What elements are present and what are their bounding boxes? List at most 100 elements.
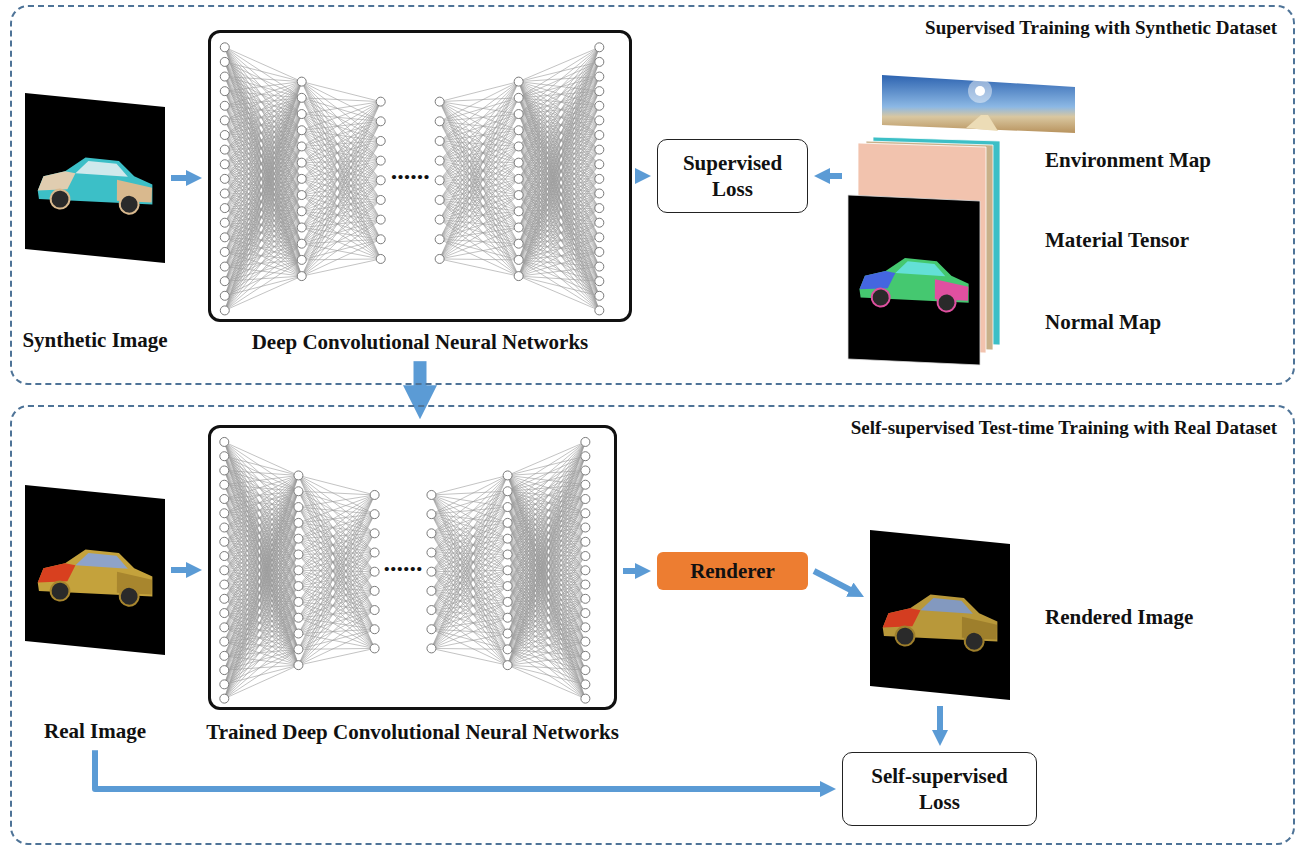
neuron — [370, 490, 379, 499]
neuron — [595, 131, 604, 140]
net-connection — [225, 91, 302, 276]
net-connection — [302, 180, 381, 276]
net-connection — [519, 193, 600, 276]
neuron — [581, 694, 590, 703]
neuron — [514, 126, 523, 135]
net-connection — [224, 507, 298, 699]
net-connection — [508, 528, 586, 666]
region-heading: Self-supervised Test-time Training with … — [851, 417, 1277, 440]
net-connection — [508, 585, 586, 666]
net-connection — [431, 523, 507, 572]
net-connection — [302, 102, 381, 276]
flow-arrow — [814, 571, 853, 591]
net-connection — [298, 495, 374, 634]
net-connection — [225, 82, 302, 296]
net-connection — [224, 602, 298, 699]
car-wheel — [895, 626, 916, 647]
neuron — [220, 537, 229, 546]
net-connection — [431, 570, 507, 591]
net-connection — [298, 610, 374, 649]
neuron — [376, 235, 385, 244]
net-connection — [431, 523, 507, 610]
car-wheel — [119, 194, 140, 215]
net-connection — [298, 475, 374, 495]
net-connection — [440, 102, 519, 276]
net-connection — [431, 539, 507, 630]
neuron — [435, 254, 444, 263]
neuron — [370, 567, 379, 576]
neuron — [220, 694, 229, 703]
net-connection — [225, 77, 302, 82]
flow-arrow — [414, 361, 427, 392]
net-connection — [508, 665, 586, 698]
net-connection — [519, 150, 600, 276]
net-connection — [298, 553, 374, 634]
neuron — [376, 176, 385, 185]
car-wheel — [871, 288, 891, 308]
neuron — [220, 204, 229, 213]
net-connection — [225, 146, 302, 295]
net-connection — [440, 146, 519, 239]
net-connection — [224, 523, 298, 699]
net-connection — [225, 260, 302, 311]
net-connection — [225, 98, 302, 238]
net-connection — [224, 539, 298, 699]
net-connection — [225, 114, 302, 267]
neuron — [514, 142, 523, 151]
net-connection — [302, 141, 381, 228]
net-connection — [302, 161, 381, 228]
net-connection — [519, 276, 600, 281]
neuron — [297, 77, 306, 86]
net-connection — [298, 629, 374, 665]
net-connection — [440, 146, 519, 200]
environment-sun — [975, 86, 985, 96]
neuron — [297, 255, 306, 264]
net-connection — [508, 613, 586, 665]
neuron — [220, 437, 229, 446]
neuron — [370, 625, 379, 634]
loss-box: Supervised Loss — [657, 139, 808, 213]
net-connection — [519, 120, 600, 276]
neuron — [294, 534, 303, 543]
neuron — [427, 510, 436, 519]
net-connection — [508, 642, 586, 666]
neuron — [220, 580, 229, 589]
network-label: Trained Deep Convolutional Neural Networ… — [206, 720, 619, 745]
neuron — [427, 490, 436, 499]
neuron — [376, 117, 385, 126]
net-connection — [431, 570, 507, 648]
neuron — [581, 494, 590, 503]
loss-label: Self-supervised Loss — [863, 763, 1016, 816]
net-connection — [431, 570, 507, 629]
net-connection — [431, 523, 507, 649]
neuron — [376, 136, 385, 145]
neuron — [514, 272, 523, 281]
net-connection — [225, 163, 302, 311]
image-label: Synthetic Image — [22, 328, 167, 353]
net-connection — [225, 146, 302, 266]
neuron — [370, 529, 379, 538]
neuron — [503, 582, 512, 591]
net-connection — [431, 475, 507, 590]
net-connection — [302, 220, 381, 260]
neuron — [297, 93, 306, 102]
loss-box: Self-supervised Loss — [842, 752, 1037, 826]
image-illustration — [25, 485, 165, 655]
net-connection — [508, 656, 586, 665]
net-connection — [519, 91, 600, 276]
neuron — [220, 72, 229, 81]
net-connection — [431, 495, 507, 649]
net-connection — [519, 135, 600, 276]
net-connection — [519, 267, 600, 277]
net-connection — [440, 146, 519, 219]
neuron — [294, 487, 303, 496]
net-connection — [431, 507, 507, 533]
net-connection — [508, 627, 586, 665]
net-connection — [519, 195, 600, 281]
neuron — [220, 247, 229, 256]
neuron — [294, 613, 303, 622]
net-connection — [302, 102, 381, 114]
neuron — [503, 645, 512, 654]
net-connection — [302, 102, 381, 244]
neuron — [503, 534, 512, 543]
